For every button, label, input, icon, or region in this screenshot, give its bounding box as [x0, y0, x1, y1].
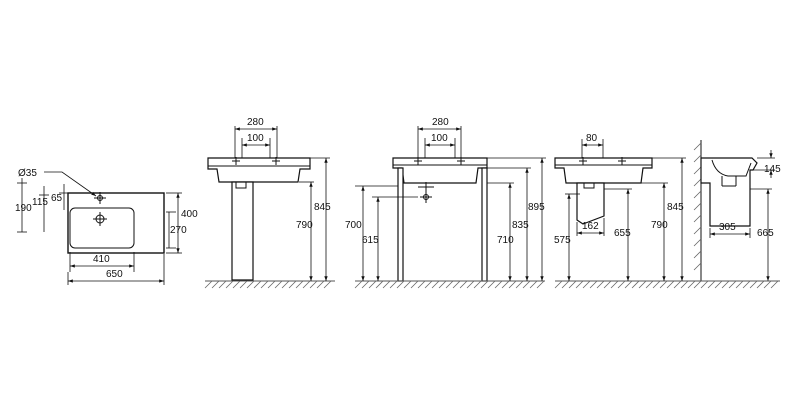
frame-view: 280 100 700 615 895 835 710 — [345, 117, 546, 282]
pedestal-view: 280 100 845 790 — [205, 117, 335, 282]
ped-dim-790-label: 790 — [296, 220, 313, 231]
frame-leg-left — [397, 167, 404, 282]
ped-basin — [207, 157, 311, 183]
dim-270-label: 270 — [170, 225, 187, 236]
frame-dim-835-label: 835 — [512, 220, 529, 231]
bowl-outline-top — [69, 207, 135, 249]
semi-dim-575-label: 575 — [554, 235, 571, 246]
side-dim-665-label: 665 — [757, 228, 774, 239]
semi-basin — [554, 157, 653, 184]
dim-410-label: 410 — [93, 254, 110, 265]
basin-outline-top — [67, 192, 165, 254]
ped-dim-280-label: 280 — [247, 117, 264, 128]
ped-dim-845-label: 845 — [314, 202, 331, 213]
diameter-label: Ø35 — [18, 168, 37, 179]
dim-190-label: 190 — [15, 203, 32, 214]
semi-pedestal-view: 80 162 575 655 845 790 — [554, 133, 695, 282]
top-view: Ø35 190 115 65 400 270 410 650 — [15, 168, 198, 285]
side-dim-145-label: 145 — [764, 164, 781, 175]
side-basin-profile — [700, 157, 758, 227]
frame-leg-right — [481, 167, 488, 282]
ground-hatch — [204, 280, 779, 289]
frame-dim-100-label: 100 — [431, 133, 448, 144]
semi-dim-80-label: 80 — [586, 133, 598, 144]
side-view: 145 305 665 — [693, 140, 781, 282]
semi-pedestal — [576, 182, 605, 225]
frame-dim-710-label: 710 — [497, 235, 514, 246]
frame-dim-280-label: 280 — [432, 117, 449, 128]
frame-dim-615-label: 615 — [362, 235, 379, 246]
wall-hatch — [693, 142, 702, 271]
pedestal-column — [231, 181, 254, 281]
semi-dim-790-label: 790 — [651, 220, 668, 231]
semi-dim-845-label: 845 — [667, 202, 684, 213]
dim-115-label: 115 — [32, 197, 48, 208]
semi-dim-162-label: 162 — [582, 221, 599, 232]
side-dim-305-label: 305 — [719, 222, 736, 233]
dim-650-label: 650 — [106, 269, 123, 280]
ped-dim-100-label: 100 — [247, 133, 264, 144]
semi-dim-655-label: 655 — [614, 228, 631, 239]
frame-dim-895-label: 895 — [528, 202, 545, 213]
dim-400-label: 400 — [181, 209, 198, 220]
frame-basin — [392, 157, 488, 184]
dim-65-label: 65 — [51, 193, 63, 204]
frame-dim-700-label: 700 — [345, 220, 362, 231]
